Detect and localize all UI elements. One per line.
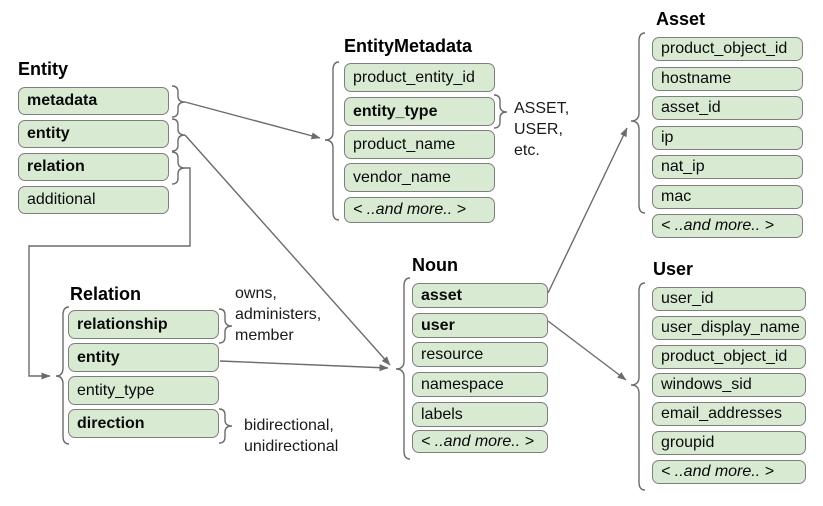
noun-field-resource: resource [412,342,548,367]
arrow-relation-entity-to-noun [219,360,389,372]
brace-user-left [630,282,646,491]
entity-table-title: Entity [18,59,69,79]
entity-field-metadata: metadata [18,87,169,115]
brace-noun-left [395,277,411,460]
noun-field-namespace: namespace [412,372,548,397]
arrow-noun-user-to-user [547,320,627,381]
annotation-relationship-values: owns, administers, member [235,285,322,344]
stub-brace-relation-relationship [218,308,233,344]
relation-field-direction: direction [68,409,219,438]
stub-brace-entity-metadata [171,85,186,118]
user-field-email-addresses: email_addresses [652,402,806,426]
entitymetadata-field-product-entity-id: product_entity_id [344,63,495,92]
entitymetadata-field-and-more: < ..and more.. > [344,197,495,223]
entity-field-additional: additional [18,186,169,214]
user-field-user-display-name: user_display_name [652,316,806,340]
annotation-direction-values: bidirectional, unidirectional [244,417,339,455]
asset-field-hostname: hostname [652,67,803,91]
user-field-user-id: user_id [652,287,806,311]
asset-field-and-more: < ..and more.. > [652,214,803,238]
asset-field-mac: mac [652,185,803,209]
asset-field-asset-id: asset_id [652,96,803,120]
entitymetadata-field-product-name: product_name [344,130,495,159]
entitymetadata-field-vendor-name: vendor_name [344,163,495,192]
relation-field-relationship: relationship [68,310,219,339]
user-field-and-more: < ..and more.. > [652,460,806,484]
noun-field-and-more: < ..and more.. > [412,430,548,453]
asset-field-ip: ip [652,126,803,150]
asset-field-nat-ip: nat_ip [652,155,803,179]
asset-table-title: Asset [656,9,706,29]
relation-field-entity: entity [68,343,219,372]
stub-brace-entity-relation [171,151,186,185]
noun-field-user: user [412,313,548,338]
brace-asset-left [630,32,646,214]
arrow-entity-metadata-to-entitymetadata [184,101,321,140]
relation-field-entity-type: entity_type [68,376,219,405]
entitymetadata-table-title: EntityMetadata [344,36,473,56]
relation-table-title: Relation [70,284,142,304]
entity-field-entity: entity [18,120,169,148]
asset-field-product-object-id: product_object_id [652,37,803,61]
noun-field-asset: asset [412,283,548,308]
entity-field-relation: relation [18,153,169,181]
noun-table-title: Noun [412,255,458,275]
stub-brace-relation-direction [218,408,233,444]
stub-brace-entity-entity [171,118,186,152]
entitymetadata-field-entity-type: entity_type [344,97,495,126]
noun-field-labels: labels [412,402,548,427]
stub-brace-entitymetadata-entity-type [493,94,508,129]
user-field-windows-sid: windows_sid [652,373,806,397]
user-field-groupid: groupid [652,431,806,455]
user-field-product-object-id: product_object_id [652,345,806,369]
annotation-entity-type-values: ASSET, USER, etc. [514,100,570,159]
user-table-title: User [653,259,694,279]
brace-entitymetadata-left [324,61,340,221]
